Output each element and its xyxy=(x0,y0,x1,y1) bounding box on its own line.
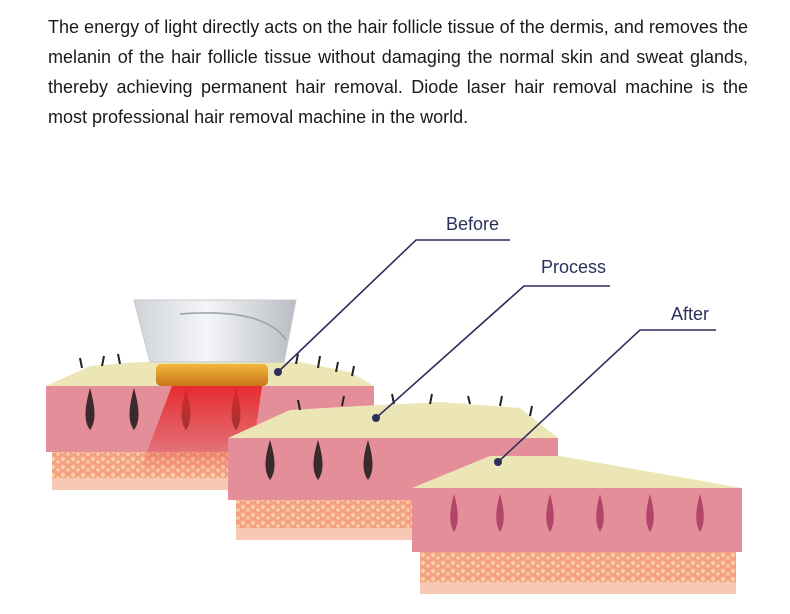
after-label: After xyxy=(671,304,709,324)
process-fat-base xyxy=(236,528,420,540)
process-label: Process xyxy=(541,257,606,277)
after-callout-dot xyxy=(494,458,502,466)
after-fat-layer xyxy=(420,552,736,582)
before-callout-line xyxy=(278,240,510,372)
after-skin-block xyxy=(412,456,742,594)
laser-handpiece xyxy=(134,300,296,362)
process-fat-layer xyxy=(236,500,420,528)
laser-crystal-window xyxy=(156,364,268,386)
process-callout-line xyxy=(376,286,610,418)
process-callout-dot xyxy=(372,414,380,422)
after-dermis xyxy=(412,488,742,552)
before-fat-base xyxy=(52,478,240,490)
before-callout-dot xyxy=(274,368,282,376)
before-label: Before xyxy=(446,214,499,234)
after-fat-base xyxy=(420,582,736,594)
